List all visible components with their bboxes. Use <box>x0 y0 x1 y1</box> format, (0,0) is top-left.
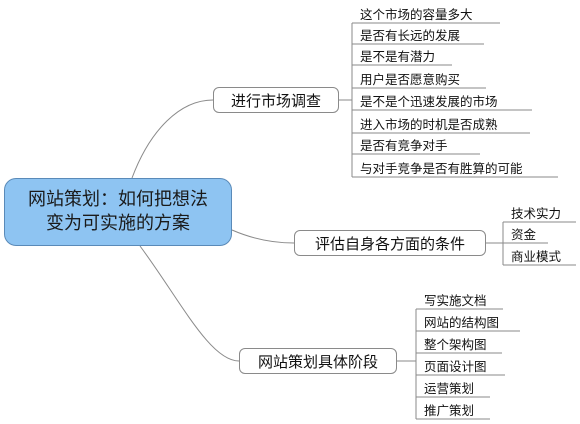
leaf-fast-growing: 是不是个迅速发展的市场 <box>360 94 498 109</box>
leaf-operations-plan: 运营策划 <box>424 381 475 396</box>
connector-central-to-assessment <box>231 229 295 244</box>
branch-market-research: 进行市场调查 <box>213 87 339 113</box>
leaf-business-model: 商业模式 <box>511 249 562 264</box>
leaf-architecture: 整个架构图 <box>424 337 487 352</box>
branch-planning-stages: 网站策划具体阶段 <box>239 348 397 374</box>
leaf-competitors: 是否有竞争对手 <box>360 138 448 153</box>
leaf-market-size: 这个市场的容量多大 <box>360 7 473 22</box>
central-topic-line-1: 网站策划：如何把想法 <box>28 189 208 210</box>
leaf-win-chance: 与对手竞争是否有胜算的可能 <box>360 161 523 176</box>
connector-central-to-market <box>131 99 214 179</box>
leaf-technical-strength: 技术实力 <box>511 206 562 221</box>
leaf-implementation-doc: 写实施文档 <box>424 293 487 308</box>
connector-central-to-stages <box>139 245 240 362</box>
leaf-willing-to-buy: 用户是否愿意购买 <box>360 72 461 87</box>
leaf-potential: 是不是有潜力 <box>360 49 436 64</box>
leaf-long-term-growth: 是否有长远的发展 <box>360 28 461 43</box>
central-topic: 网站策划：如何把想法 变为可实施的方案 <box>4 178 232 246</box>
leaf-funding: 资金 <box>511 227 537 242</box>
leaf-promotion-plan: 推广策划 <box>424 403 475 418</box>
central-topic-line-2: 变为可实施的方案 <box>46 213 190 234</box>
leaf-site-structure: 网站的结构图 <box>424 315 500 330</box>
leaf-timing: 进入市场的时机是否成熟 <box>360 117 498 132</box>
branch-self-assessment: 评估自身各方面的条件 <box>294 230 486 256</box>
leaf-page-design: 页面设计图 <box>424 359 487 374</box>
